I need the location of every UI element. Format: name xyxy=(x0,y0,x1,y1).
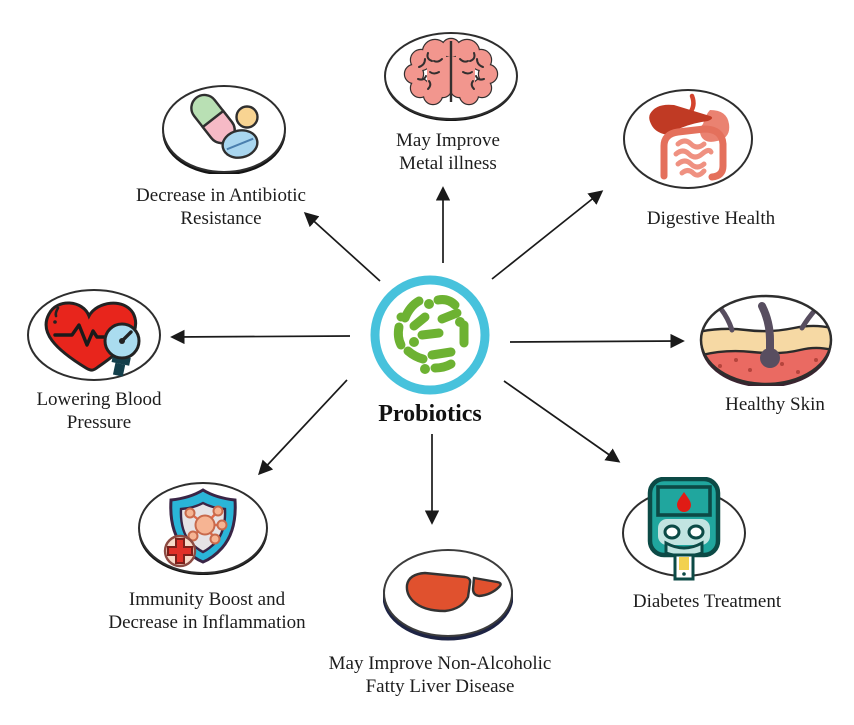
node-mental-illness: May Improve Metal illness xyxy=(368,31,528,176)
liver-icon xyxy=(383,549,513,641)
node-label: Diabetes Treatment xyxy=(632,591,782,612)
node-label: May Improve Non-Alcoholic Fatty Liver Di… xyxy=(328,653,552,697)
pills-icon xyxy=(162,85,286,174)
digestive-system-icon xyxy=(623,89,753,189)
arrow-down-left xyxy=(258,379,348,476)
node-blood-pressure: Lowering Blood Pressure xyxy=(14,289,184,435)
arrow-down-right xyxy=(503,380,621,463)
node-label: Digestive Health xyxy=(646,208,776,229)
node-label: May Improve Metal illness xyxy=(396,130,500,174)
arrow-right xyxy=(509,333,685,349)
node-label: Immunity Boost and Decrease in Inflammat… xyxy=(108,589,306,633)
node-digestive-health: Digestive Health xyxy=(616,88,806,231)
heart-blood-pressure-icon xyxy=(27,289,161,381)
node-label: Decrease in Antibiotic Resistance xyxy=(136,185,306,229)
node-center-probiotics: Probiotics xyxy=(345,270,515,429)
center-label: Probiotics xyxy=(378,401,482,427)
immunity-shield-icon xyxy=(138,482,268,575)
probiotics-bacteria-icon xyxy=(370,275,490,395)
node-label: Lowering Blood Pressure xyxy=(36,389,162,433)
node-label: Healthy Skin xyxy=(725,394,825,415)
node-antibiotic-resistance: Decrease in Antibiotic Resistance xyxy=(106,84,336,231)
glucose-meter-icon xyxy=(622,477,746,581)
skin-layers-icon xyxy=(699,294,833,386)
node-healthy-skin: Healthy Skin xyxy=(699,294,850,417)
arrow-left xyxy=(170,329,351,345)
node-fatty-liver: May Improve Non-Alcoholic Fatty Liver Di… xyxy=(300,549,580,699)
arrow-up-right xyxy=(491,190,604,280)
brain-icon xyxy=(384,32,518,121)
node-immunity: Immunity Boost and Decrease in Inflammat… xyxy=(87,481,327,635)
node-diabetes: Diabetes Treatment xyxy=(612,477,802,614)
